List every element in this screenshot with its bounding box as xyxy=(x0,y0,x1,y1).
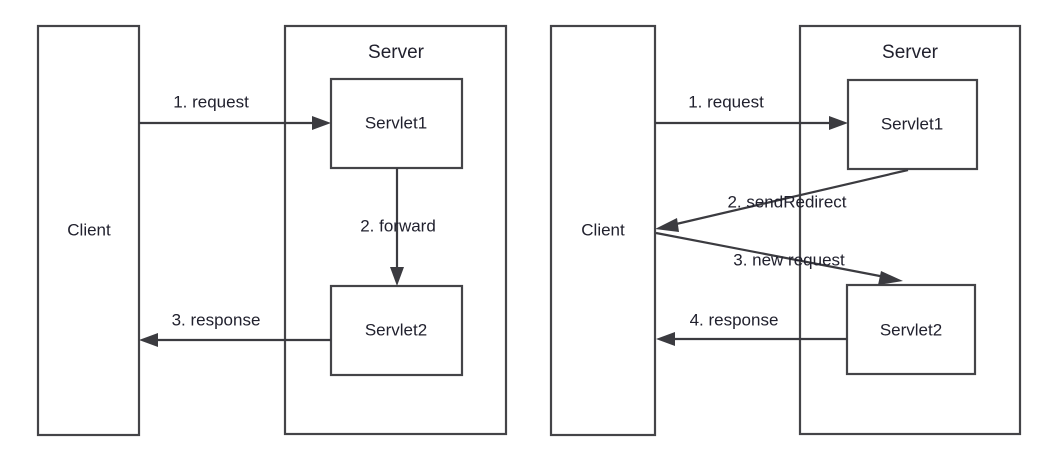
edge-sendredirect-label: 2. sendRedirect xyxy=(727,192,846,211)
server-label: Server xyxy=(882,42,939,63)
server-label: Server xyxy=(368,42,425,63)
servlet2-box[interactable] xyxy=(329,284,464,377)
edge-request-arrow xyxy=(655,116,848,130)
edge-response-label: 4. response xyxy=(690,310,779,329)
client-box[interactable] xyxy=(36,24,141,437)
edge-forward-arrow xyxy=(390,168,404,286)
edge-response-label: 3. response xyxy=(172,310,261,329)
client-label: Client xyxy=(581,220,625,239)
edge-response-arrow xyxy=(139,333,331,347)
servlet1-label: Servlet1 xyxy=(881,114,943,133)
edge-request-arrow xyxy=(139,116,331,130)
edge-sendredirect-arrow xyxy=(655,168,909,232)
client-box[interactable] xyxy=(549,24,657,437)
edge-forward-label: 2. forward xyxy=(360,216,436,235)
servlet1-box[interactable] xyxy=(846,78,979,171)
edge-newrequest-label: 3. new request xyxy=(733,250,845,269)
servlet2-label: Servlet2 xyxy=(365,320,427,339)
servlet1-box[interactable] xyxy=(329,77,464,170)
edge-request-label: 1. request xyxy=(173,92,249,111)
servlet2-box[interactable] xyxy=(845,283,977,376)
panel-forward: Client Server Servlet1 Servlet2 1. reque… xyxy=(36,24,508,437)
servlet1-label: Servlet1 xyxy=(365,113,427,132)
edge-response-arrow xyxy=(656,332,847,346)
edge-newrequest-arrow xyxy=(655,231,903,285)
panel-sendredirect: Client Server Servlet1 Servlet2 1. reque… xyxy=(549,24,1022,437)
client-label: Client xyxy=(67,220,111,239)
servlet2-label: Servlet2 xyxy=(880,320,942,339)
edge-request-label: 1. request xyxy=(688,92,764,111)
